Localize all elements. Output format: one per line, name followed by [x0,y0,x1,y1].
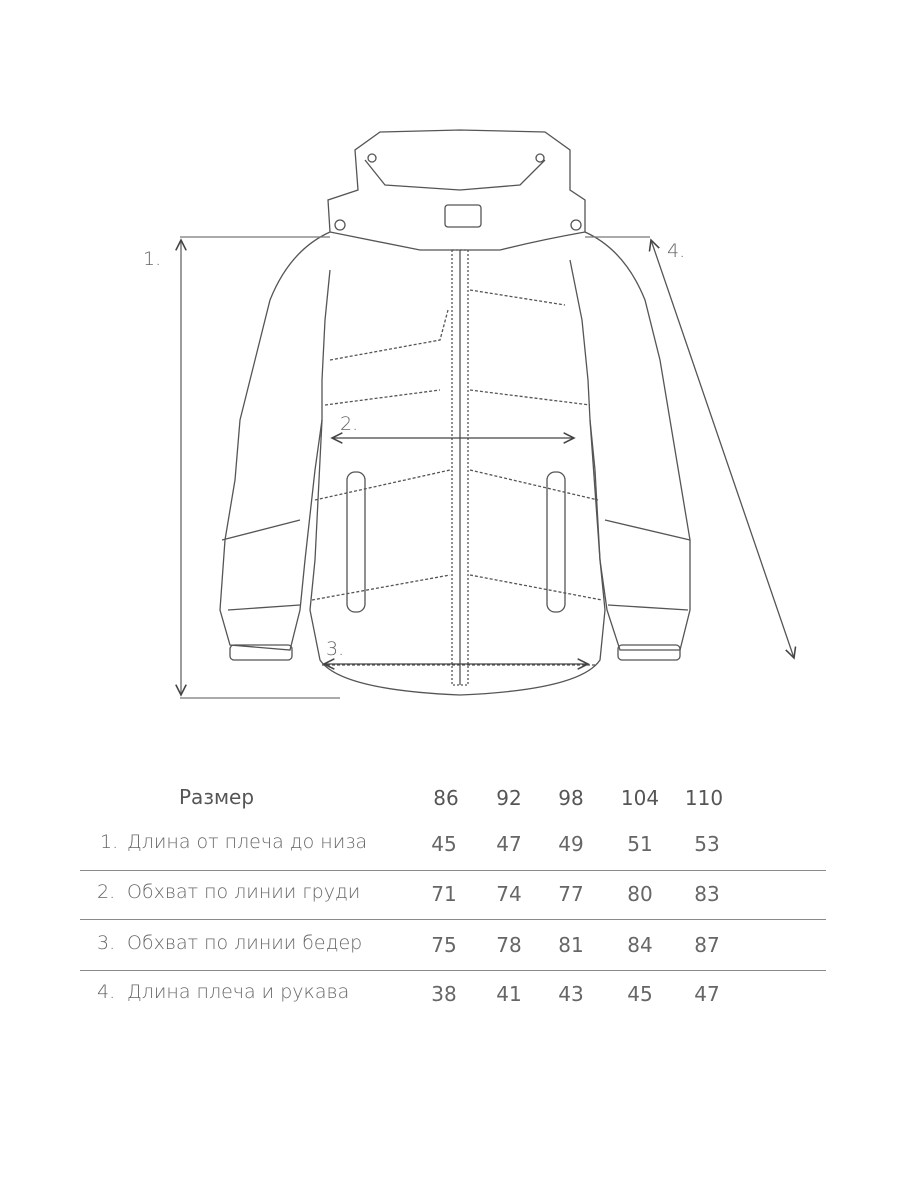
row-value: 84 [627,933,653,957]
row-value: 41 [496,982,522,1006]
row-value: 71 [431,882,457,906]
row-value: 75 [431,933,457,957]
measure-label-2: 2. [340,413,358,435]
row-value: 47 [496,832,522,856]
row-divider [80,970,826,971]
row-value: 81 [558,933,584,957]
row-index: 4. [97,981,116,1003]
hood [327,129,586,251]
row-value: 53 [694,832,720,856]
row-value: 47 [694,982,720,1006]
size-104: 104 [620,786,660,810]
row-value: 38 [431,982,457,1006]
row-value: 74 [496,882,522,906]
size-header-label: Размер [179,785,255,809]
row-divider [80,919,826,920]
jacket-diagram: 1. 2. 3. 4. [143,129,900,699]
row-value: 49 [558,832,584,856]
size-110: 110 [684,786,724,810]
row-label: Длина от плеча до низа [127,831,368,853]
row-label: Обхват по линии груди [127,881,361,903]
row-value: 83 [694,882,720,906]
row-label: Обхват по линии бедер [127,932,363,954]
row-divider [80,870,826,871]
row-value: 45 [627,982,653,1006]
measure-4-line [651,240,794,658]
row-value: 80 [627,882,653,906]
size-98: 98 [558,786,584,810]
row-value: 87 [694,933,720,957]
measure-label-1: 1. [143,248,161,270]
row-value: 51 [627,832,653,856]
row-value: 78 [496,933,522,957]
size-86: 86 [433,786,459,810]
size-92: 92 [496,786,522,810]
row-value: 43 [558,982,584,1006]
jacket-body [219,231,691,696]
measure-label-3: 3. [326,638,344,660]
row-value: 45 [431,832,457,856]
row-index: 2. [97,881,116,903]
measure-label-4: 4. [667,240,685,262]
row-value: 77 [558,882,584,906]
row-index: 1. [100,831,119,853]
row-index: 3. [97,932,116,954]
row-label: Длина плеча и рукава [127,981,350,1003]
